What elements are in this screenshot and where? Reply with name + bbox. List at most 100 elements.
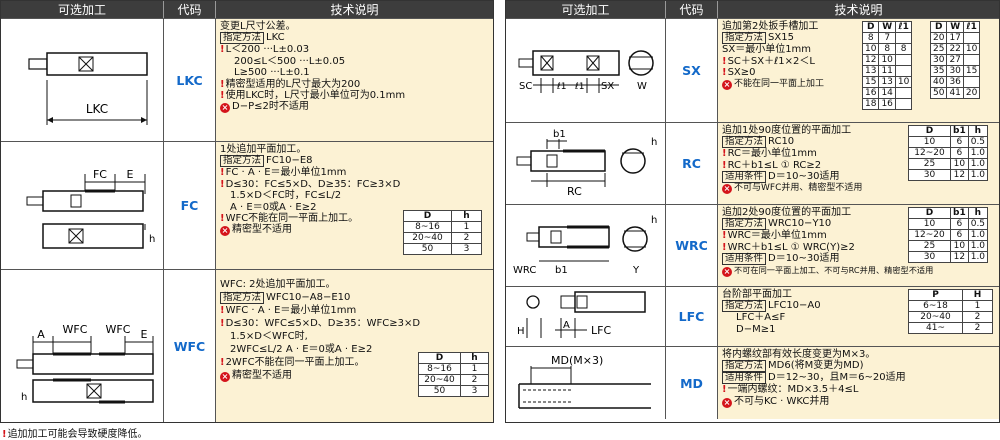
fc-note-1: FC · A · E＝最小单位1mm <box>225 167 347 179</box>
table-cell: D <box>861 21 880 33</box>
table-cell: 1 <box>962 300 993 312</box>
table-cell: 1.0 <box>967 158 989 170</box>
wrc-dim-wrc: WRC <box>513 265 536 276</box>
sx-note-1: SC＋SX＋ℓ1×2＜L <box>727 55 815 67</box>
table-cell: 17 <box>946 32 964 44</box>
code-md: MD <box>666 347 718 419</box>
table-cell: 36 <box>946 76 964 88</box>
rc-dim-b1: b1 <box>553 129 566 140</box>
table-cell: 12 <box>950 251 969 263</box>
wfc-note-3: 2WFC不能在同一平面上加工。 <box>225 357 365 368</box>
table-cell: h <box>967 207 989 219</box>
md-diagram: MD(M×3) <box>506 347 666 419</box>
code-wfc: WFC <box>164 270 216 422</box>
table-cell: ℓ1 <box>962 21 981 33</box>
wrc-note-2: WRC＋b1≤L ① WRC(Y)≥2 <box>727 241 855 253</box>
table-cell: P <box>908 289 963 301</box>
code-fc: FC <box>164 142 216 269</box>
table-cell <box>962 32 981 44</box>
code-lfc: LFC <box>666 287 718 346</box>
lfc-plain-2: D−M≥1 <box>736 323 776 335</box>
fc-ng: 精密型不适用 <box>232 224 292 236</box>
table-cell: H <box>962 289 993 301</box>
method-tag: 指定方法 <box>722 360 767 373</box>
sx-line: 追加第2处扳手槽加工 <box>722 21 819 32</box>
table-cell: b1 <box>950 207 969 219</box>
wfc-diagram: A WFC WFC E h <box>1 270 164 422</box>
md-line: 将内螺纹部有效长度变更为M×3。 <box>722 349 876 360</box>
table-cell: 12~20 <box>908 229 951 241</box>
table-cell: 25 <box>908 158 951 170</box>
table-cell: 3 <box>451 243 482 255</box>
table-cell: 10 <box>878 54 896 66</box>
wfc-extra-1: 1.5×D＜WFC时, <box>230 331 308 342</box>
table-cell: 6 <box>950 229 969 241</box>
rc-diagram: b1 RC h <box>506 123 666 204</box>
lfc-dim-lfc: LFC <box>591 324 611 337</box>
caution-icon: ! <box>220 78 225 90</box>
table-cell: D <box>929 21 948 33</box>
caution-icon: ! <box>722 230 727 242</box>
table-cell: 7 <box>878 32 896 44</box>
caution-icon: ! <box>220 305 225 316</box>
table-cell: D <box>908 207 951 219</box>
caution-icon: ! <box>2 429 7 440</box>
fc-dim-fc: FC <box>93 168 107 181</box>
sx-method-value: SX15 <box>768 32 794 44</box>
table-cell: 40 <box>929 76 948 88</box>
caution-icon: ! <box>220 90 225 102</box>
table-cell: 1.0 <box>967 251 989 263</box>
rc-note-2: RC＋b1≤L ① RC≥2 <box>727 159 822 171</box>
header-option: 可选加工 <box>506 1 666 18</box>
caution-icon: ! <box>220 213 225 225</box>
table-cell: 50 <box>403 243 452 255</box>
sx-ng: 不能在同一平面上加工 <box>734 78 825 89</box>
table-cell: 10 <box>908 218 951 230</box>
lkc-note-2: 使用LKC时，L尺寸最小单位可为0.1mm <box>225 90 406 102</box>
table-cell: 10 <box>861 43 880 55</box>
table-cell: b1 <box>950 125 969 137</box>
caution-icon: ! <box>220 167 225 179</box>
fc-extra-1: 1.5×D＜FC时，FC≤L/2 <box>230 190 342 202</box>
table-cell <box>962 76 981 88</box>
fc-diagram: FC E h <box>1 142 164 269</box>
table-cell: 41 <box>946 87 964 99</box>
table-cell: 8 <box>894 43 913 55</box>
caution-icon: ! <box>220 357 225 368</box>
prohibited-icon: × <box>220 103 230 114</box>
header-code: 代码 <box>164 1 216 18</box>
wrc-dim-b1: b1 <box>555 265 568 276</box>
table-cell: 13 <box>878 76 896 88</box>
rc-method-value: RC10 <box>768 136 795 148</box>
footnote: !追加加工可能会导致硬度降低。 <box>2 425 148 440</box>
table-cell: 0.5 <box>967 218 989 230</box>
table-cell <box>894 98 913 110</box>
method-tag: 指定方法 <box>722 136 767 149</box>
wfc-dim-a: A <box>37 328 45 341</box>
table-cell: 25 <box>908 240 951 252</box>
sx-dim-l1b: ℓ1 <box>574 82 584 92</box>
caution-icon: ! <box>722 67 727 79</box>
caution-icon: ! <box>722 241 727 253</box>
table-cell: 12 <box>861 54 880 66</box>
table-cell: 2 <box>451 232 482 244</box>
condition-tag: 适用条件 <box>722 171 767 184</box>
wrc-dim-y: Y <box>632 265 640 276</box>
prohibited-icon: × <box>220 226 230 237</box>
table-cell: h <box>967 125 989 137</box>
table-cell: D <box>908 125 951 137</box>
wfc-extra-2: 2WFC≤L/2 A · E＝0或A · E≥2 <box>230 344 373 355</box>
table-cell: 41~ <box>908 322 963 334</box>
caution-icon: ! <box>220 318 225 329</box>
fc-dim-e: E <box>127 168 134 181</box>
table-cell: 6~18 <box>908 300 963 312</box>
wfc-dim-wfc1: WFC <box>63 323 88 336</box>
right-options-table: 可选加工 代码 技术说明 SC ℓ1 ℓ1 SX W SX <box>505 0 1000 423</box>
